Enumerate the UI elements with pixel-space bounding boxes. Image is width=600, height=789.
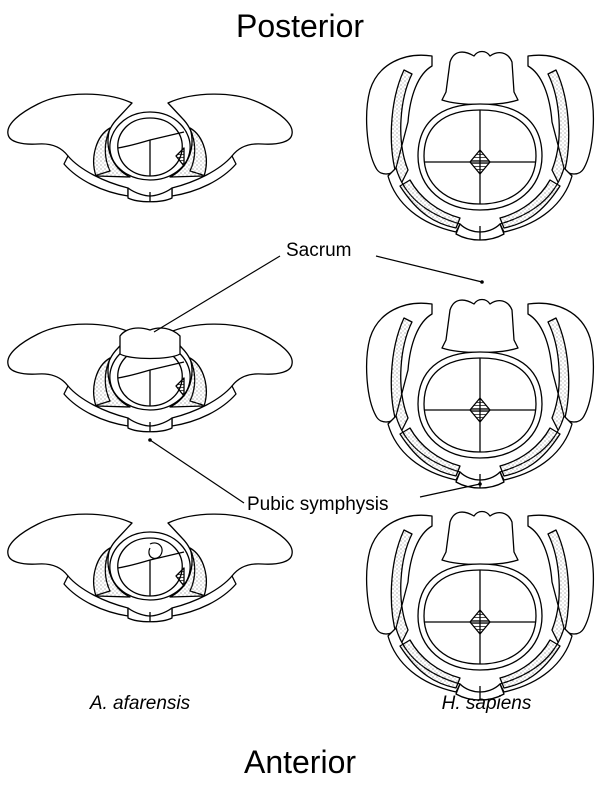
label-sacrum: Sacrum xyxy=(286,240,351,262)
sapiens-pelvis-oblique xyxy=(367,300,594,489)
species-label-afarensis: A. afarensis xyxy=(0,693,280,715)
sapiens-pelvis-posterior xyxy=(367,52,594,241)
title-anterior: Anterior xyxy=(0,744,600,781)
pubic-leader-left xyxy=(150,440,244,503)
afarensis-pelvis-oblique xyxy=(8,324,292,432)
afarensis-pelvis-anterior xyxy=(8,514,292,622)
label-pubic-symphysis: Pubic symphysis xyxy=(247,494,389,516)
sapiens-pelvis-anterior xyxy=(367,512,594,701)
title-posterior: Posterior xyxy=(0,8,600,45)
sacrum-leader-right xyxy=(376,256,482,282)
pubic-leader-right xyxy=(420,484,480,497)
species-label-sapiens: H. sapiens xyxy=(373,693,600,715)
afarensis-pelvis-posterior xyxy=(8,94,292,202)
sacrum-leader-left xyxy=(154,256,280,332)
